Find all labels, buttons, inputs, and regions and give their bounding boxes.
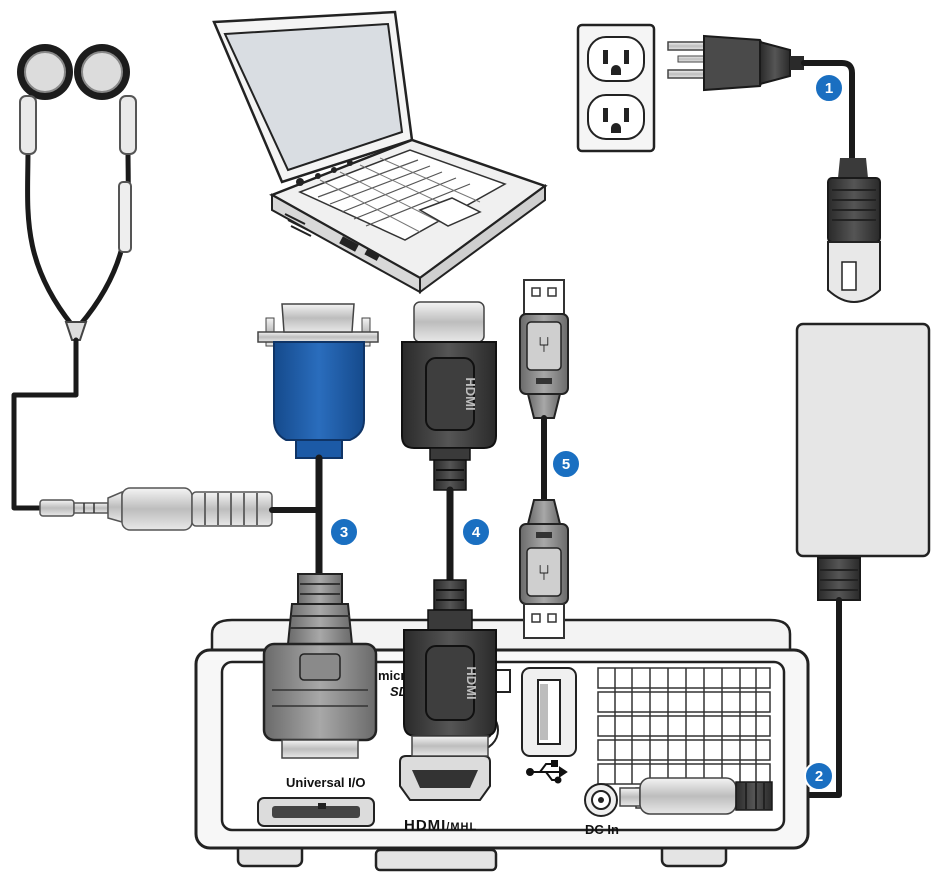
dc-plug [619,777,773,815]
earphones [11,44,273,531]
usb-icon [526,760,568,784]
svg-text:2: 2 [815,768,823,785]
power-cord-upper [801,60,855,161]
hdmi-logo-lower: HDMI [464,666,479,699]
svg-text:4: 4 [472,524,481,541]
universal-io-label: Universal I/O [286,775,365,790]
hdmi-port [399,755,491,801]
usb-cable: ⑂ ⑂ [519,279,569,639]
callout-2: 2 [804,761,834,791]
svg-text:5: 5 [562,456,570,473]
laptop [212,10,548,294]
hdmi-logo-text: HDMI/MHL [404,817,477,834]
power-cord-connector [827,158,881,303]
power-plug [667,34,804,92]
dc-in-label: DC In [585,822,619,837]
hdmi-logo-upper: HDMI [463,377,478,410]
svg-text:3: 3 [340,524,348,541]
usb-icon-lower: ⑂ [537,560,550,585]
callout-1: 1 [814,73,844,103]
vga-to-universal-cable [257,303,379,759]
callout-3: 3 [329,517,359,547]
svg-text:1: 1 [825,80,833,97]
callout-5: 5 [551,449,581,479]
usb-port [521,667,577,757]
universal-io-port [257,797,375,827]
power-adapter [795,322,931,601]
usb-icon-upper: ⑂ [537,332,550,357]
hdmi-cable: HDMI HDMI [401,301,497,757]
dc-in-port [584,783,618,817]
callout-4: 4 [461,517,491,547]
wall-outlet [576,23,656,153]
